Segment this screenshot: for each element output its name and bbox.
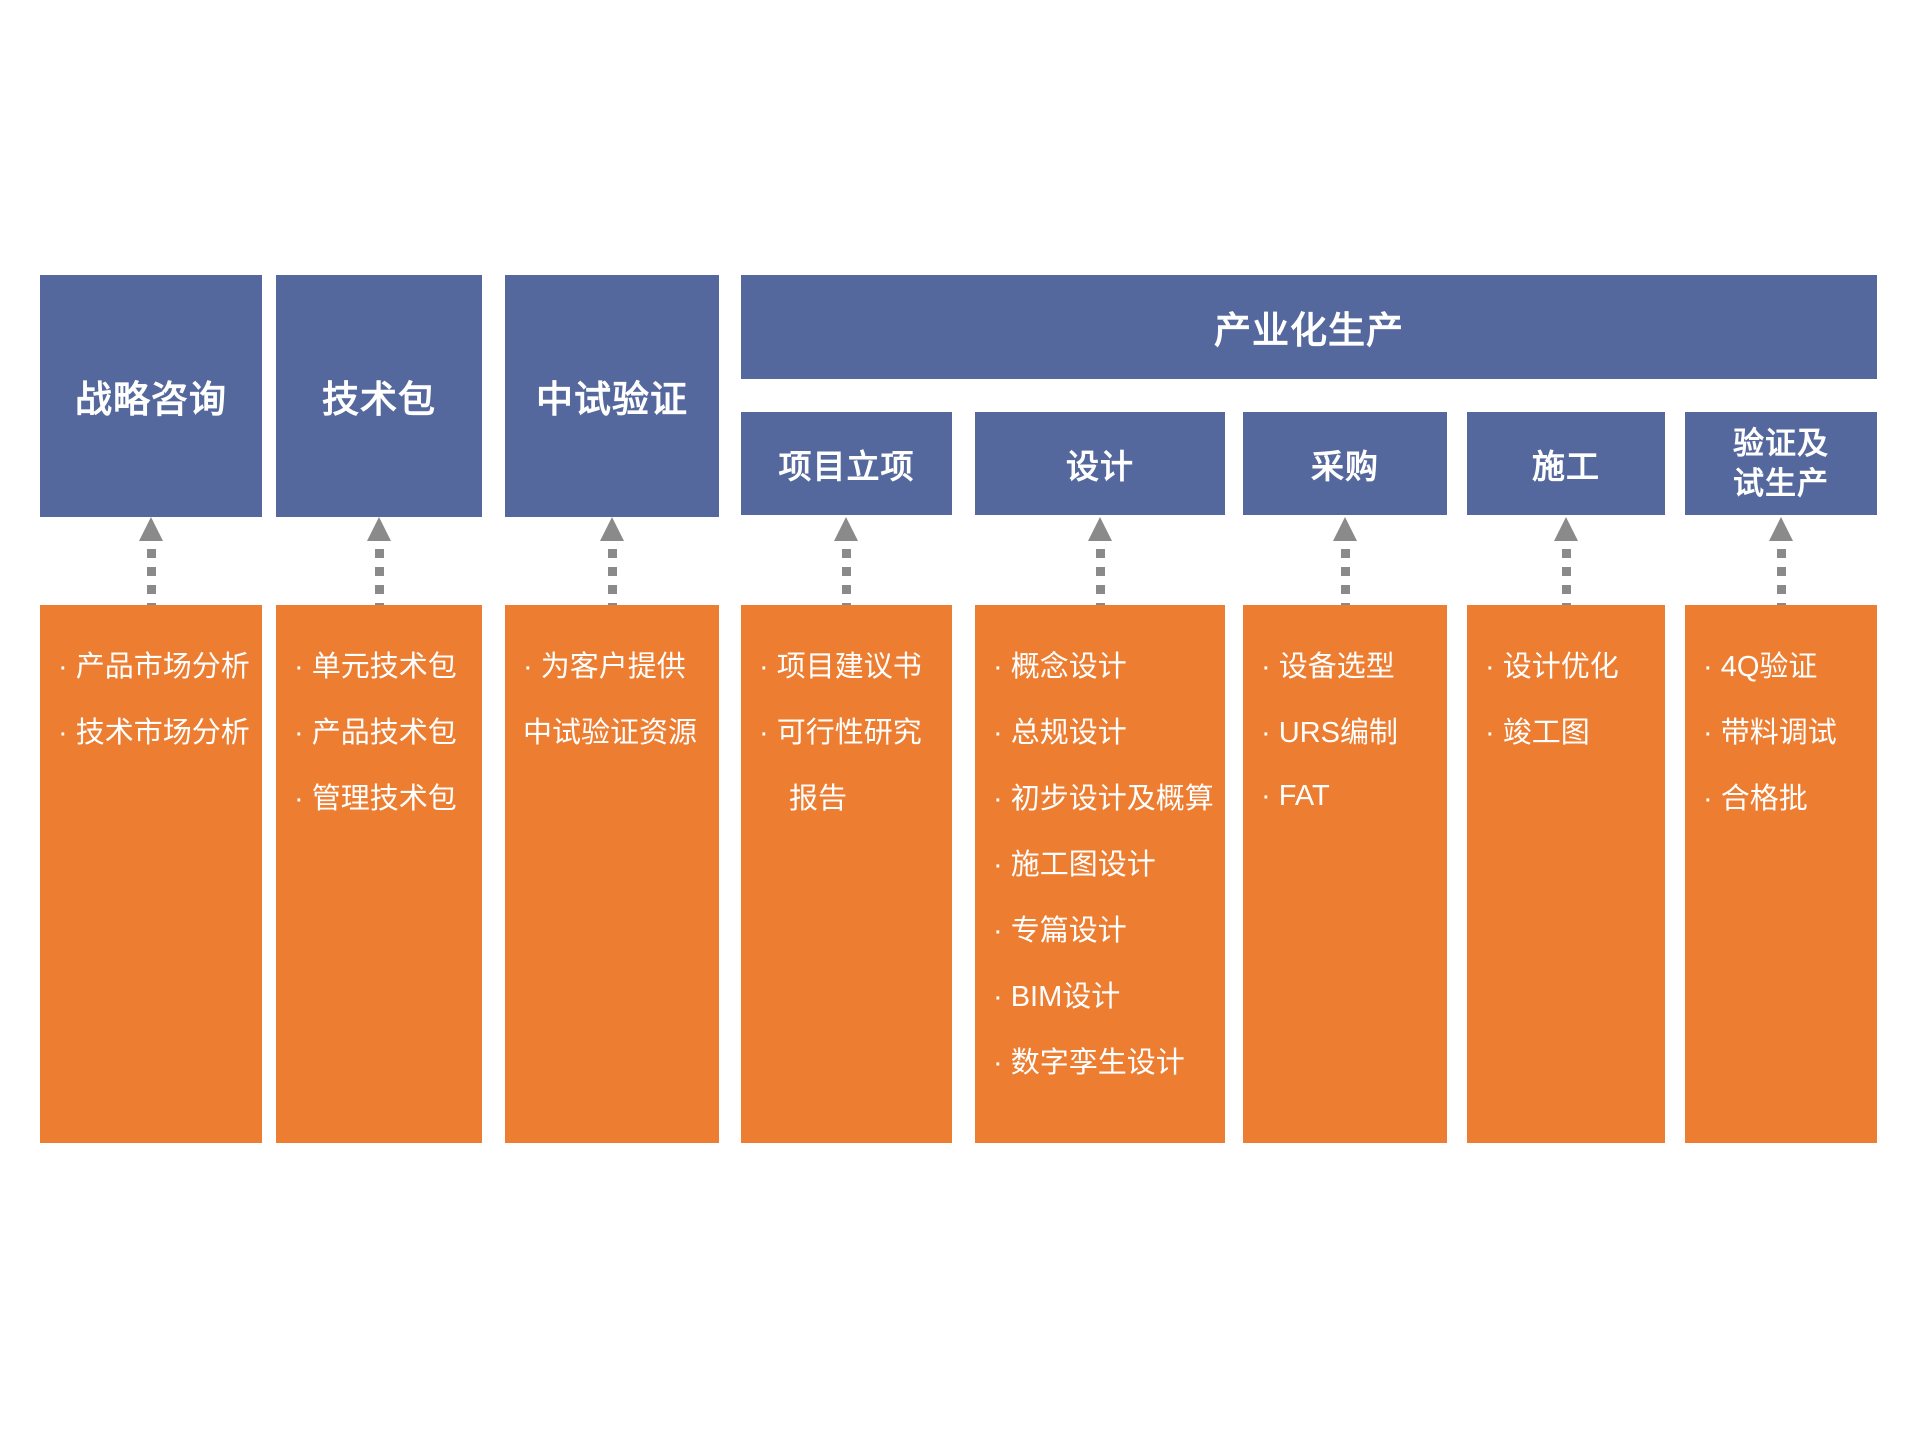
list-item: 报告: [789, 783, 848, 815]
banner-industrialized-production: 产业化生产: [741, 275, 1877, 379]
list-item: · URS编制: [1261, 717, 1398, 749]
list-item: 中试验证资源: [523, 717, 698, 749]
list-item: · 总规设计: [993, 717, 1127, 749]
step-box-project-approval: 项目立项: [741, 412, 952, 515]
step-box-label: 验证及 试生产: [1733, 425, 1829, 501]
detail-column-procurement: · 设备选型 · URS编制 · FAT: [1243, 605, 1447, 1143]
list-item: · 技术市场分析: [58, 717, 250, 749]
up-arrow-icon: [1088, 517, 1112, 605]
list-item: · 设计优化: [1485, 651, 1619, 683]
list-item: · 项目建议书: [759, 651, 922, 683]
detail-column-technology-package: · 单元技术包 · 产品技术包 · 管理技术包: [276, 605, 482, 1143]
list-item: · 数字孪生设计: [993, 1047, 1185, 1079]
detail-column-strategy-consulting: · 产品市场分析 · 技术市场分析: [40, 605, 262, 1143]
list-item: · 概念设计: [993, 651, 1127, 683]
detail-column-verification-trial-production: · 4Q验证 · 带料调试 · 合格批: [1685, 605, 1877, 1143]
list-item: · FAT: [1261, 779, 1330, 812]
step-box-procurement: 采购: [1243, 412, 1447, 515]
list-item: · 4Q验证: [1703, 651, 1818, 683]
up-arrow-icon: [1769, 517, 1793, 605]
list-item: · 带料调试: [1703, 717, 1837, 749]
list-item: · BIM设计: [993, 981, 1121, 1013]
up-arrow-icon: [139, 517, 163, 605]
list-item: · 为客户提供: [523, 651, 686, 683]
detail-column-project-approval: · 项目建议书 · 可行性研究 报告: [741, 605, 952, 1143]
list-item: · 产品市场分析: [58, 651, 250, 683]
stage-box-pilot-verification: 中试验证: [505, 275, 719, 517]
list-item: · 合格批: [1703, 783, 1808, 815]
step-box-verification-trial-production: 验证及 试生产: [1685, 412, 1877, 515]
stage-box-technology-package: 技术包: [276, 275, 482, 517]
list-item: · 单元技术包: [294, 651, 457, 683]
up-arrow-icon: [367, 517, 391, 605]
up-arrow-icon: [834, 517, 858, 605]
up-arrow-icon: [1333, 517, 1357, 605]
list-item: · 管理技术包: [294, 783, 457, 815]
list-item: · 可行性研究: [759, 717, 922, 749]
detail-column-pilot-verification: · 为客户提供 中试验证资源: [505, 605, 719, 1143]
detail-column-construction: · 设计优化 · 竣工图: [1467, 605, 1665, 1143]
list-item: · 施工图设计: [993, 849, 1156, 881]
list-item: · 竣工图: [1485, 717, 1590, 749]
list-item: · 设备选型: [1261, 651, 1395, 683]
up-arrow-icon: [600, 517, 624, 605]
stage-box-strategy-consulting: 战略咨询: [40, 275, 262, 517]
list-item: · 初步设计及概算: [993, 783, 1214, 815]
up-arrow-icon: [1554, 517, 1578, 605]
step-box-construction: 施工: [1467, 412, 1665, 515]
detail-column-design: · 概念设计 · 总规设计 · 初步设计及概算 · 施工图设计 · 专篇设计 ·…: [975, 605, 1225, 1143]
list-item: · 产品技术包: [294, 717, 457, 749]
list-item: · 专篇设计: [993, 915, 1127, 947]
step-box-design: 设计: [975, 412, 1225, 515]
